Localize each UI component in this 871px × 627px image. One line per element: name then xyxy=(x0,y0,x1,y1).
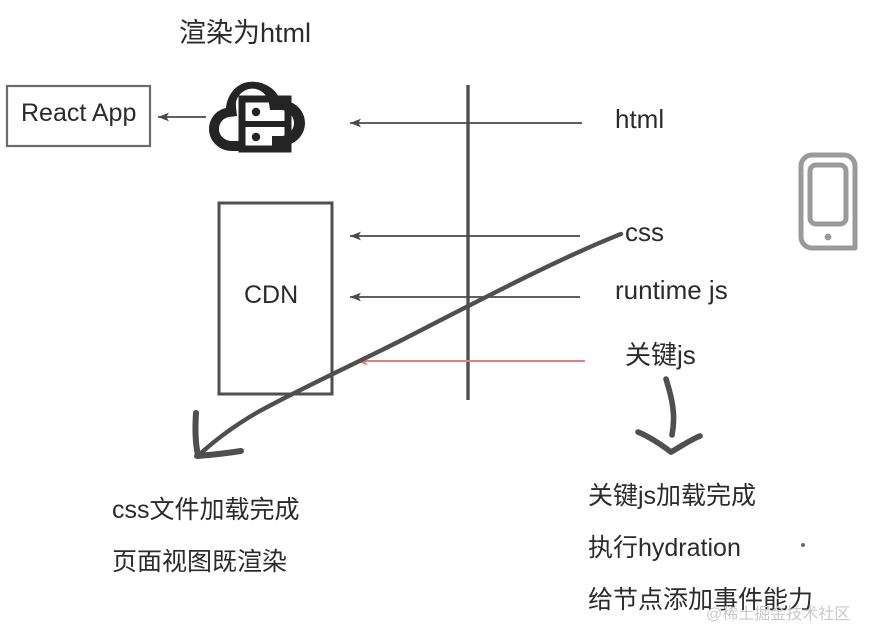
cdn-label: CDN xyxy=(244,281,299,309)
stray-dot-mark xyxy=(801,543,805,547)
note-right-line-2: 执行hydration xyxy=(588,534,741,562)
react-app-label: React App xyxy=(21,99,137,127)
note-right-line-3: 给节点添加事件能力 xyxy=(588,586,814,614)
css-curve-arrowhead xyxy=(192,410,201,458)
css-flow-curve xyxy=(197,231,624,457)
flow-label-runtime-js: runtime js xyxy=(615,275,728,305)
key-js-down-arrow-shaft xyxy=(663,376,677,438)
note-left-line-2: 页面视图既渲染 xyxy=(112,548,288,576)
flow-label-html: html xyxy=(615,104,665,134)
flow-label-css: css xyxy=(625,217,664,247)
note-right-line-1: 关键js加载完成 xyxy=(588,482,757,510)
key-js-down-arrow-wing-left xyxy=(635,429,674,455)
watermark: @稀土掘金技术社区 xyxy=(706,606,851,623)
react-app-box xyxy=(5,84,152,148)
key-js-down-arrow-wing-right xyxy=(668,433,703,455)
diagram-title: 渲染为html xyxy=(179,18,312,48)
flow-label-key-js: 关键js xyxy=(625,340,696,370)
mobile-phone-icon xyxy=(798,152,858,251)
note-right: 关键js加载完成 执行hydration 给节点添加事件能力 xyxy=(588,476,813,627)
note-left: css文件加载完成 页面视图既渲染 xyxy=(112,490,300,594)
cdn-box xyxy=(217,201,334,396)
css-curve-arrowhead-wing xyxy=(194,448,244,459)
note-left-line-1: css文件加载完成 xyxy=(112,496,300,524)
cloud-server-icon xyxy=(209,81,305,153)
